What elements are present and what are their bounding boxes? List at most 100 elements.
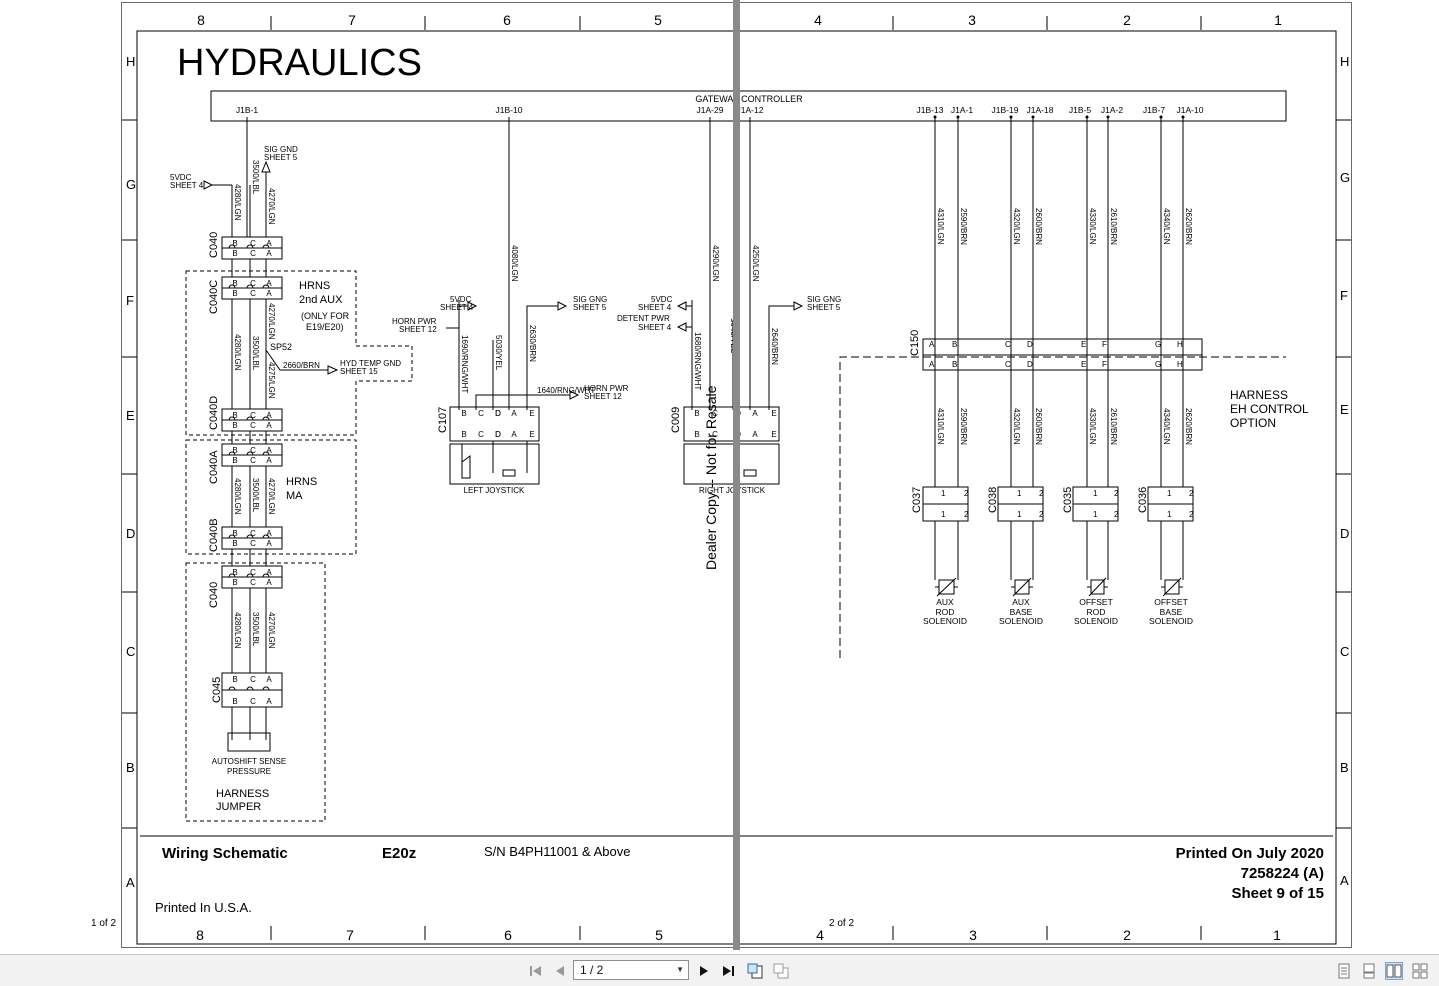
- svg-text:D: D: [1340, 526, 1349, 541]
- svg-text:BASE: BASE: [1010, 607, 1033, 617]
- wire-label: 2600/BRN: [1034, 208, 1043, 245]
- prev-page-button[interactable]: [551, 962, 569, 980]
- svg-text:Printed In U.S.A.: Printed In U.S.A.: [155, 900, 252, 915]
- two-page-continuous-button[interactable]: [1411, 962, 1429, 980]
- svg-text:SHEET 4: SHEET 4: [170, 181, 204, 190]
- svg-text:4270/LGN: 4270/LGN: [267, 303, 276, 340]
- svg-text:E19/E20): E19/E20): [306, 322, 344, 332]
- pin-label: B: [232, 539, 237, 548]
- single-page-button[interactable]: [1335, 962, 1353, 980]
- pin-label: B: [694, 409, 699, 418]
- pin-label: B: [232, 279, 237, 288]
- svg-text:1680/RNG/WHT: 1680/RNG/WHT: [693, 332, 702, 390]
- svg-text:3: 3: [968, 12, 976, 28]
- pin-label: 1: [1017, 489, 1022, 498]
- pin-label: C: [250, 249, 256, 258]
- svg-text:5VDC: 5VDC: [450, 295, 472, 304]
- pin-label: E: [1081, 360, 1086, 369]
- svg-text:6: 6: [503, 12, 511, 28]
- fit-width-button[interactable]: [772, 962, 790, 980]
- svg-text:S/N B4PH11001 & Above: S/N B4PH11001 & Above: [484, 844, 630, 859]
- svg-text:Sheet 9 of 15: Sheet 9 of 15: [1231, 885, 1324, 902]
- last-page-button[interactable]: [719, 962, 737, 980]
- svg-text:DETENT PWR: DETENT PWR: [617, 314, 670, 323]
- two-page-icon: [1386, 964, 1402, 978]
- svg-text:2nd AUX: 2nd AUX: [299, 294, 343, 306]
- wire-label: 2590/BRN: [959, 208, 968, 245]
- pin-label: C: [250, 411, 256, 420]
- svg-text:B: B: [1340, 760, 1349, 775]
- svg-text:ROD: ROD: [1087, 607, 1106, 617]
- continuous-button[interactable]: [1360, 962, 1378, 980]
- svg-text:4280/LGN: 4280/LGN: [233, 184, 242, 221]
- pin-label: C: [250, 289, 256, 298]
- pin-label: E: [771, 430, 776, 439]
- connector-c040-low: C040: [208, 582, 220, 608]
- svg-text:5VDC: 5VDC: [651, 295, 673, 304]
- pin-label: C: [478, 430, 484, 439]
- connector-c009: C009: [670, 407, 682, 433]
- first-page-icon: [530, 966, 541, 976]
- svg-text:2630/BRN: 2630/BRN: [528, 325, 537, 362]
- svg-text:6: 6: [504, 927, 512, 943]
- pin-label: D: [495, 409, 501, 418]
- pin-label: C: [250, 279, 256, 288]
- column-numbers-top: 8 7 6 5 4 3 2 1: [197, 12, 1282, 28]
- pin-label: A: [752, 430, 758, 439]
- pin-label: 1: [941, 489, 946, 498]
- svg-text:1690/RNG/WHT: 1690/RNG/WHT: [460, 335, 469, 393]
- svg-text:SOLENOID: SOLENOID: [923, 616, 967, 626]
- svg-text:SHEET 12: SHEET 12: [399, 325, 437, 334]
- svg-text:SIG GND: SIG GND: [264, 145, 298, 154]
- svg-text:J1A-1: J1A-1: [951, 105, 973, 115]
- svg-text:HARNESS: HARNESS: [216, 788, 269, 800]
- svg-text:4080/LGN: 4080/LGN: [510, 245, 519, 282]
- connector-c036: C036: [1137, 487, 1149, 513]
- pin-label: B: [232, 421, 237, 430]
- pin-label: B: [232, 568, 237, 577]
- pin-label: A: [266, 421, 272, 430]
- wire-label: 4330/LGN: [1088, 208, 1097, 245]
- wire-label: 4310/LGN: [936, 208, 945, 245]
- pin-label: A: [266, 568, 272, 577]
- pin-label: F: [1102, 340, 1107, 349]
- pin-label: B: [461, 409, 466, 418]
- fit-page-button[interactable]: [746, 962, 764, 980]
- svg-text:HORN PWR: HORN PWR: [392, 317, 437, 326]
- two-page-button[interactable]: [1385, 962, 1403, 980]
- svg-text:4280/LGN: 4280/LGN: [233, 612, 242, 649]
- svg-text:3500/LBL: 3500/LBL: [251, 612, 260, 647]
- pin-label: A: [266, 249, 272, 258]
- pin-label: 1: [1167, 510, 1172, 519]
- pin-label: A: [266, 529, 272, 538]
- pin-label: C: [250, 539, 256, 548]
- svg-text:SIG GNG: SIG GNG: [573, 295, 607, 304]
- svg-text:7258224 (A): 7258224 (A): [1241, 865, 1324, 882]
- svg-text:SHEET 5: SHEET 5: [807, 303, 841, 312]
- svg-text:(ONLY FOR: (ONLY FOR: [301, 311, 350, 321]
- svg-text:SHEET 15: SHEET 15: [340, 367, 378, 376]
- svg-text:J1A-12: J1A-12: [737, 105, 764, 115]
- column-numbers-bottom: 8 7 6 5 4 3 2 1: [196, 927, 1281, 943]
- connector-c040a: C040A: [208, 450, 220, 484]
- pin-label: B: [232, 675, 237, 684]
- first-page-button[interactable]: [527, 962, 545, 980]
- svg-text:5030/YEL: 5030/YEL: [494, 335, 503, 371]
- svg-text:J1B-5: J1B-5: [1069, 105, 1091, 115]
- pin-label: E: [771, 409, 776, 418]
- prev-page-icon: [556, 966, 564, 976]
- pin-label: A: [511, 409, 517, 418]
- next-page-button[interactable]: [695, 962, 713, 980]
- pin-label: A: [752, 409, 758, 418]
- svg-text:H: H: [1340, 54, 1349, 69]
- svg-text:5: 5: [654, 12, 662, 28]
- pin-label: A: [511, 430, 517, 439]
- pin-label: B: [232, 456, 237, 465]
- controller-pins-right: J1B-13 J1A-1 J1B-19 J1A-18 J1B-5 J1A-2 J…: [917, 105, 1204, 115]
- pin-label: E: [1081, 340, 1086, 349]
- page-selector[interactable]: 1 / 2 ▼: [573, 960, 689, 980]
- wire-label: 4320/LGN: [1012, 408, 1021, 445]
- pin-label: 1: [941, 510, 946, 519]
- svg-text:4270/LGN: 4270/LGN: [267, 478, 276, 515]
- connector-c035: C035: [1062, 487, 1074, 513]
